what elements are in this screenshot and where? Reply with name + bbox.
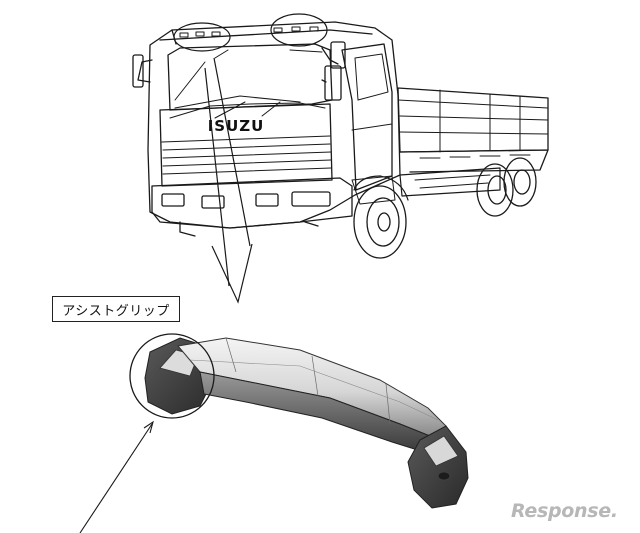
callout-label-assist-grip: アシストグリップ: [52, 296, 180, 322]
truck-cab-outline: [147, 21, 401, 229]
assist-grip-render: [144, 337, 469, 509]
detail-pointer-arrow: [79, 420, 154, 533]
highlight-circle-right: [270, 13, 328, 47]
side-mirror-left: [132, 54, 153, 88]
truck-illustration: [132, 21, 549, 259]
truck-brand-badge: ISUZU: [208, 117, 265, 135]
front-bumper: [151, 177, 353, 237]
grip-detail-circle: [129, 333, 215, 419]
cargo-bed: [397, 87, 549, 173]
truck-grille: [159, 103, 333, 187]
front-wheel: [353, 175, 409, 259]
side-mirror-right: [321, 41, 346, 101]
response-watermark-logo: Response.: [511, 500, 618, 522]
highlight-circle-left: [173, 22, 231, 52]
rear-wheels: [476, 157, 537, 217]
roof-marker-lights: [179, 26, 319, 38]
leader-arrow: [204, 57, 253, 304]
